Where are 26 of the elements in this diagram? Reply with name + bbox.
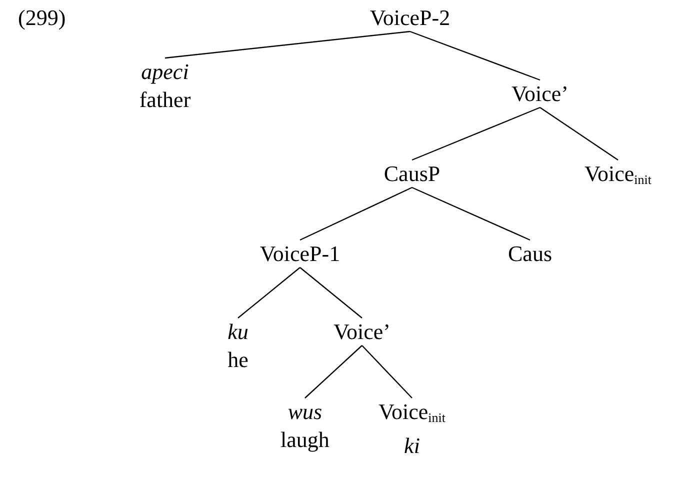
node-label: ku	[228, 318, 248, 346]
gloss-text: laugh	[280, 426, 330, 453]
node-label: Voice$_{init}$	[378, 398, 446, 426]
tree-branch	[300, 267, 362, 318]
tree-branch	[304, 345, 362, 398]
node-label: Voice’	[511, 80, 569, 108]
node-label: apeci	[141, 58, 189, 86]
tree-branch	[410, 30, 540, 81]
gloss-text: father	[139, 86, 191, 113]
tree-branch	[412, 186, 530, 241]
node-label: Voice’	[333, 318, 391, 346]
gloss-text: he	[228, 346, 248, 373]
node-label: Voice$_{init}$	[584, 160, 652, 188]
node-label: wus	[288, 398, 322, 426]
node-label: VoiceP-2	[370, 4, 450, 32]
example-number: (299)	[18, 4, 66, 32]
node-label: CausP	[384, 160, 440, 188]
gloss-text: ki	[404, 432, 420, 459]
node-label: VoiceP-1	[260, 240, 340, 268]
tree-branch	[164, 30, 410, 59]
tree-branch	[412, 106, 540, 161]
tree-branch	[540, 107, 618, 160]
tree-branch	[238, 267, 300, 318]
tree-branch	[362, 345, 412, 398]
node-label: Caus	[508, 240, 552, 268]
tree-branch	[300, 186, 412, 241]
